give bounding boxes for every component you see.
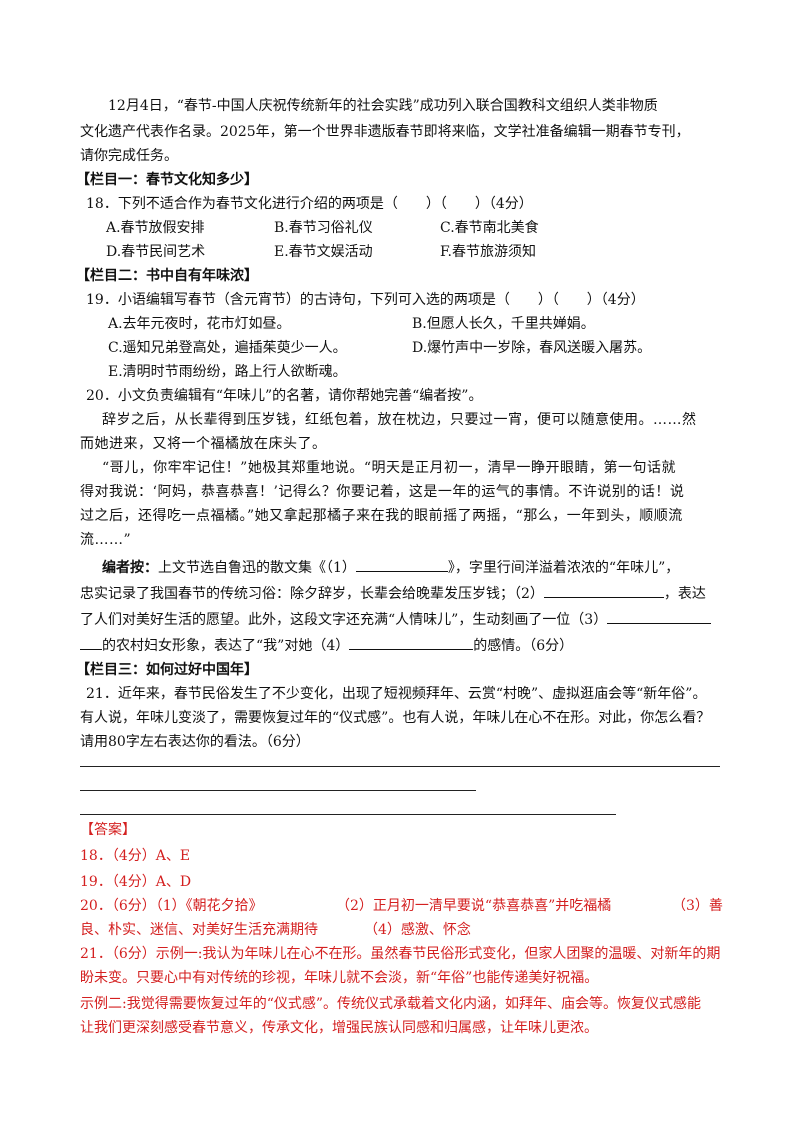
q20-stem: 20．小文负责编辑有“年味儿”的名著，请你帮她完善“编者按”。 (86, 388, 483, 404)
editor-note-text: 的感情。（6分） (473, 638, 574, 654)
editor-note-text: 》，字里行间洋溢着浓浓的“年味儿”， (447, 560, 680, 576)
q18-option-b: B.春节习俗礼仪 (274, 220, 373, 236)
editor-note-line-3: 了人们对美好生活的愿望。此外，这段文字还充满“人情味儿”，生动刻画了一位（3） (80, 608, 712, 630)
answer-20-part2: （2）正月初一清早要说“恭喜恭喜”并吃福橘 (336, 898, 612, 914)
blank-2[interactable] (543, 582, 664, 598)
answer-20-part3: （3）善 (672, 898, 723, 914)
q19-option-d: D.爆竹声中一岁除，春风送暖入屠苏。 (412, 340, 652, 356)
q19-option-b: B.但愿人长久，千里共婵娟。 (412, 316, 595, 332)
editor-note-text: 忠实记录了我国春节的传统习俗：除夕辞岁，长辈会给晚辈发压岁钱；（2） (80, 586, 544, 602)
answer-line-2[interactable] (80, 790, 476, 791)
q20-excerpt-line: “哥儿，你牢牢记住！”她极其郑重地说。“明天是正月初一，清早一睁开眼睛，第一句话… (102, 460, 676, 476)
q20-excerpt-line: 过之后，还得吃一点福橘。”她又拿起那橘子来在我的眼前摇了两摇，“那么，一年到头，… (80, 508, 683, 524)
section2-title: 【栏目二：书中自有年味浓】 (76, 268, 258, 284)
answer-20-part1: 20．（6分）（1）《朝花夕拾》 (80, 898, 263, 914)
editor-note-text: 上文节选自鲁迅的散文集《（1） (158, 560, 356, 576)
intro-line-3: 请你完成任务。 (80, 148, 178, 164)
q18-option-c: C.春节南北美食 (440, 220, 539, 236)
q20-excerpt-line: 得对我说：‘阿妈，恭喜恭喜！’记得么？你要记着，这是一年的运气的事情。不许说别的… (80, 484, 685, 500)
blank-4[interactable] (349, 634, 474, 650)
answer-21-line: 21．（6分）示例一:我认为年味儿在心不在形。虽然春节民俗形式变化，但家人团聚的… (80, 946, 721, 962)
answer-20-part5: （4）感激、怀念 (364, 922, 471, 938)
q20-excerpt-line: 流……” (80, 532, 132, 548)
q20-excerpt-line: 而她进来，又将一个福橘放在床头了。 (80, 436, 327, 452)
editor-note-label: 编者按： (102, 560, 158, 576)
answer-21-line: 盼未变。只要心中有对传统的珍视，年味儿就不会淡，新“年俗”也能传递美好祝福。 (80, 970, 599, 986)
editor-note-text: 了人们对美好生活的愿望。此外，这段文字还充满“人情味儿”，生动刻画了一位（3） (80, 612, 608, 628)
intro-line-1: 12月4日，“春节-中国人庆祝传统新年的社会实践”成功列入联合国教科文组织人类非… (108, 98, 658, 114)
answer-18: 18．（4分）A、E (80, 848, 191, 864)
section1-title: 【栏目一：春节文化知多少】 (76, 172, 258, 188)
editor-note-line-4: 的农村妇女形象，表达了“我”对她（4） 的感情。（6分） (80, 634, 573, 656)
answer-21-line: 让我们更深刻感受春节意义，传承文化，增强民族认同感和归属感，让年味儿更浓。 (80, 1020, 598, 1036)
q18-option-d: D.春节民间艺术 (106, 244, 206, 260)
section3-title: 【栏目三：如何过好中国年】 (76, 662, 258, 678)
answer-20-part4: 良、朴实、迷信、对美好生活充满期待 (80, 922, 318, 938)
q21-line-1: 21．近年来，春节民俗发生了不少变化，出现了短视频拜年、云赏“村晚”、虚拟逛庙会… (86, 686, 707, 702)
q19-option-e: E.清明时节雨纷纷，路上行人欲断魂。 (108, 364, 347, 380)
q18-option-f: F.春节旅游须知 (440, 244, 536, 260)
blank-3-continued[interactable] (80, 634, 102, 650)
q18-option-a: A.春节放假安排 (106, 220, 205, 236)
q19-stem: 19．小语编辑写春节（含元宵节）的古诗句，下列可入选的两项是（ ）（ ）（4分） (86, 292, 645, 308)
answer-21-line: 示例二:我觉得需要恢复过年的“仪式感”。传统仪式承载着文化内涵，如拜年、庙会等。… (80, 996, 702, 1012)
q21-line-3: 请用80字左右表达你的看法。（6分） (80, 734, 310, 750)
answer-line-3[interactable] (80, 814, 616, 815)
q19-option-c: C.遥知兄弟登高处，遍插茱萸少一人。 (108, 340, 347, 356)
answer-line-1[interactable] (80, 766, 720, 767)
editor-note-text: 的农村妇女形象，表达了“我”对她（4） (102, 638, 350, 654)
q20-excerpt-line: 辞岁之后，从长辈得到压岁钱，红纸包着，放在枕边，只要过一宵，便可以随意使用。……… (102, 412, 697, 428)
editor-note-line-2: 忠实记录了我国春节的传统习俗：除夕辞岁，长辈会给晚辈发压岁钱；（2） ，表达 (80, 582, 706, 604)
q21-line-2: 有人说，年味儿变淡了，需要恢复过年的“仪式感”。也有人说，年味儿在心不在形。对此… (80, 710, 711, 726)
q18-option-e: E.春节文娱活动 (274, 244, 373, 260)
editor-note-line-1: 编者按：上文节选自鲁迅的散文集《（1） 》，字里行间洋溢着浓浓的“年味儿”， (102, 556, 679, 578)
q18-stem: 18．下列不适合作为春节文化进行介绍的两项是（ ）（ ）（4分） (86, 196, 533, 212)
blank-3[interactable] (607, 608, 712, 624)
editor-note-text: ，表达 (663, 586, 706, 602)
q19-option-a: A.去年元夜时，花市灯如昼。 (108, 316, 291, 332)
answer-label: 【答案】 (80, 822, 136, 838)
answer-19: 19．（4分）A、D (80, 874, 192, 890)
intro-line-2: 文化遗产代表作名录。2025年，第一个世界非遗版春节即将来临，文学社准备编辑一期… (80, 124, 690, 140)
blank-1[interactable] (355, 556, 448, 572)
